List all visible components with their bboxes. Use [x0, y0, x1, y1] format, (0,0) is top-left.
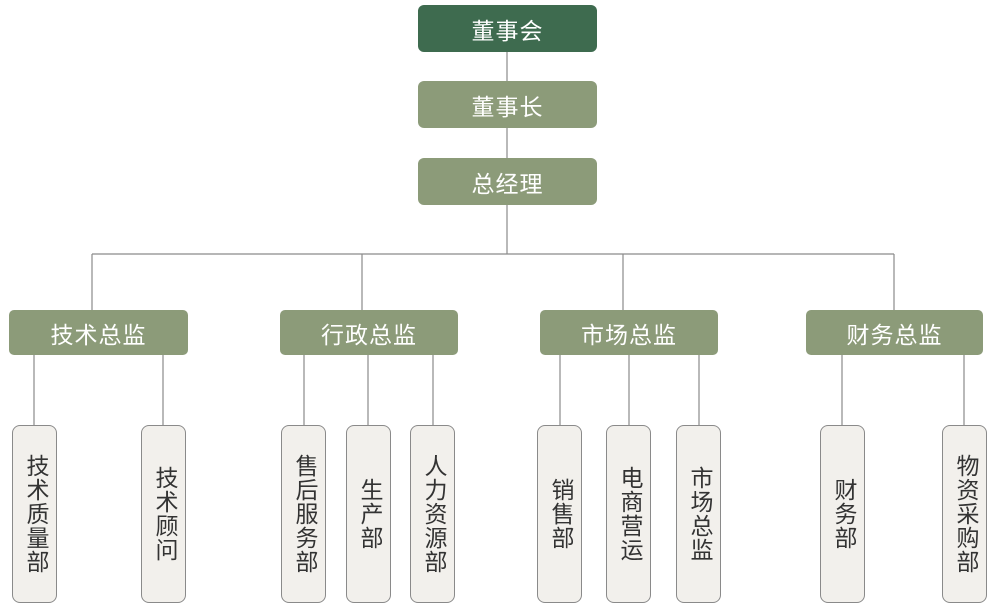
- dept-finance: 财务部: [820, 425, 865, 603]
- director-marketing: 市场总监: [540, 310, 718, 355]
- dept-tech-consultant: 技术顾问: [141, 425, 186, 603]
- dept-after-sales-label: 售后服务部: [291, 454, 317, 574]
- dept-hr-label: 人力资源部: [420, 454, 446, 574]
- dept-ecommerce: 电商营运: [606, 425, 651, 603]
- director-tech-label: 技术总监: [50, 322, 147, 349]
- general-manager-label: 总经理: [471, 171, 544, 198]
- director-admin: 行政总监: [280, 310, 458, 355]
- director-finance: 财务总监: [806, 310, 983, 355]
- dept-production: 生产部: [346, 425, 391, 603]
- board-node: 董事会: [418, 5, 597, 52]
- dept-hr: 人力资源部: [410, 425, 455, 603]
- dept-tech-quality-label: 技术质量部: [22, 454, 48, 574]
- director-finance-label: 财务总监: [846, 322, 943, 349]
- chairman-node: 董事长: [418, 81, 597, 128]
- general-manager-node: 总经理: [418, 158, 597, 205]
- dept-procurement-label: 物资采购部: [952, 454, 978, 574]
- dept-market-director-label: 市场总监: [686, 466, 712, 562]
- chairman-label: 董事长: [471, 94, 544, 121]
- board-label: 董事会: [471, 18, 544, 45]
- dept-production-label: 生产部: [356, 478, 382, 550]
- dept-sales: 销售部: [537, 425, 582, 603]
- dept-market-director: 市场总监: [676, 425, 721, 603]
- dept-ecommerce-label: 电商营运: [616, 466, 642, 562]
- director-admin-label: 行政总监: [321, 322, 417, 349]
- dept-tech-consultant-label: 技术顾问: [151, 466, 177, 562]
- dept-tech-quality: 技术质量部: [12, 425, 57, 603]
- dept-finance-label: 财务部: [830, 478, 856, 550]
- dept-sales-label: 销售部: [547, 478, 573, 550]
- dept-after-sales: 售后服务部: [281, 425, 326, 603]
- director-tech: 技术总监: [9, 310, 188, 355]
- director-marketing-label: 市场总监: [581, 322, 677, 349]
- dept-procurement: 物资采购部: [942, 425, 987, 603]
